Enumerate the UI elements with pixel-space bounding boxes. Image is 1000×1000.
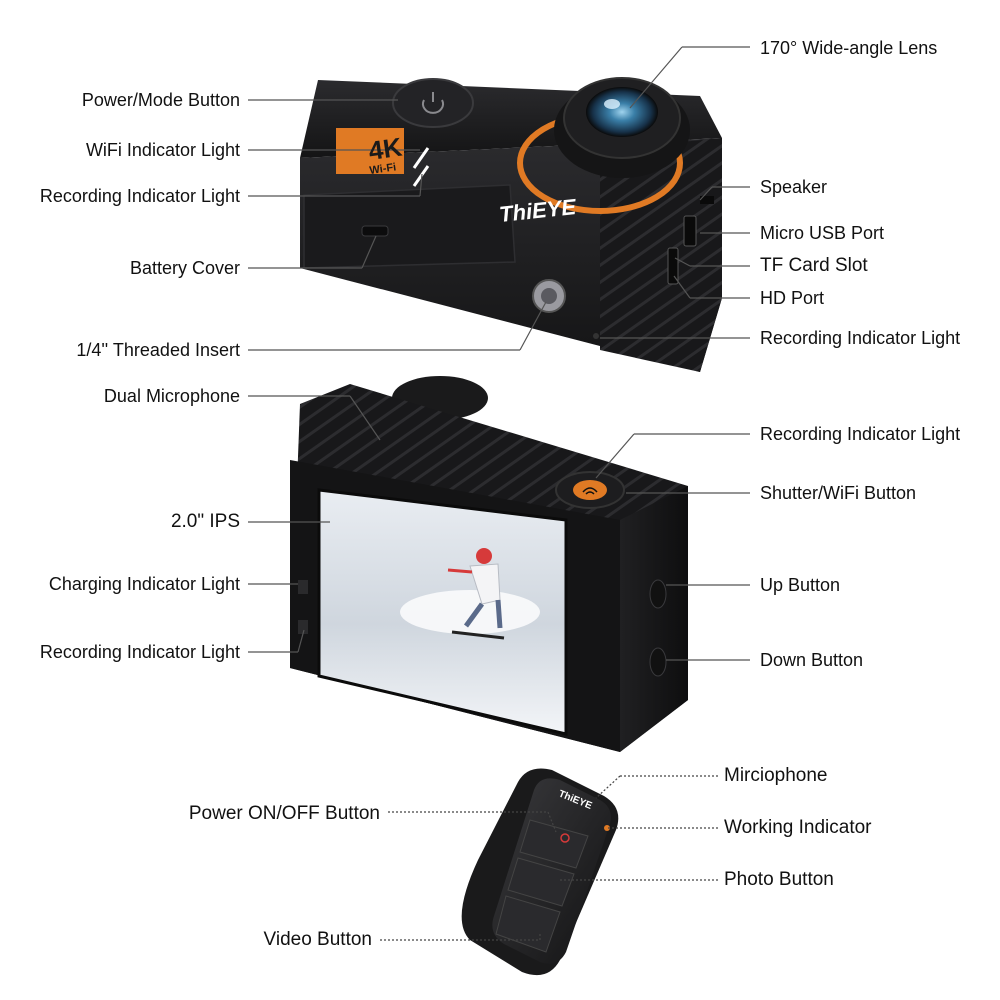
label-hd-port: HD Port xyxy=(760,288,825,308)
wifi-icon xyxy=(573,480,607,500)
battery-cover[interactable] xyxy=(303,184,516,269)
label-up-button: Up Button xyxy=(760,575,841,595)
wifi-indicator-light xyxy=(412,147,430,169)
label-power-mode-button: Power/Mode Button xyxy=(81,90,240,110)
label-shutter-wifi-button: Shutter/WiFi Button xyxy=(760,483,917,503)
power-icon xyxy=(422,99,444,114)
label-down-button: Down Button xyxy=(760,650,864,670)
label-ips-screen: 2.0" IPS xyxy=(170,511,240,532)
label-micro-usb-port: Micro USB Port xyxy=(760,223,885,243)
micro-usb-port[interactable] xyxy=(683,215,697,247)
label-wifi-indicator-light: WiFi Indicator Light xyxy=(85,140,240,160)
camera-back-view xyxy=(290,376,688,752)
remote-leader-lines xyxy=(380,775,718,941)
label-recording-indicator-light-right: Recording Indicator Light xyxy=(760,328,961,348)
skier-image xyxy=(400,548,540,640)
camera-ribbed-side xyxy=(600,138,722,372)
label-tf-card-slot: TF Card Slot xyxy=(760,255,868,276)
label-speaker: Speaker xyxy=(760,177,828,197)
label-charging-indicator-light: Charging Indicator Light xyxy=(48,574,240,594)
hd-port[interactable] xyxy=(667,247,679,285)
label-battery-cover: Battery Cover xyxy=(129,258,240,278)
badge-wifi-text: Wi-Fi xyxy=(369,161,397,177)
remote-power-button[interactable] xyxy=(519,819,589,869)
recording-indicator-light-right xyxy=(593,333,599,339)
battery-latch[interactable] xyxy=(361,225,389,237)
remote-control xyxy=(461,768,619,976)
label-remote-microphone: Mirciophone xyxy=(724,765,828,786)
remote-photo-button[interactable] xyxy=(507,857,575,907)
wide-angle-lens xyxy=(586,87,658,137)
up-button[interactable] xyxy=(649,579,667,609)
charging-indicator-light xyxy=(298,580,308,594)
label-threaded-insert: 1/4'' Threaded Insert xyxy=(76,340,240,360)
recording-indicator-light-bottom xyxy=(298,620,308,634)
label-remote-photo-button: Photo Button xyxy=(724,869,834,890)
recording-indicator-light-left xyxy=(412,165,430,187)
power-mode-button[interactable] xyxy=(392,78,474,128)
badge-4k-text: 4K xyxy=(367,132,404,166)
label-recording-indicator-light-left: Recording Indicator Light xyxy=(39,186,240,206)
label-wide-angle-lens: 170° Wide-angle Lens xyxy=(760,38,938,58)
label-recording-indicator-light-top: Recording Indicator Light xyxy=(760,424,961,444)
speaker-grille xyxy=(700,196,714,204)
camera-back-side xyxy=(620,486,688,752)
remote-video-button[interactable] xyxy=(495,895,561,953)
badge-4k xyxy=(336,128,404,174)
working-indicator-light xyxy=(604,825,610,831)
label-remote-power-button: Power ON/OFF Button xyxy=(188,803,380,824)
down-button[interactable] xyxy=(649,647,667,677)
leader-lines xyxy=(248,46,750,661)
label-recording-indicator-light-bottom: Recording Indicator Light xyxy=(39,642,240,662)
label-dual-microphone: Dual Microphone xyxy=(103,386,240,406)
label-remote-working-indicator: Working Indicator xyxy=(724,817,872,838)
label-remote-video-button: Video Button xyxy=(263,929,372,950)
